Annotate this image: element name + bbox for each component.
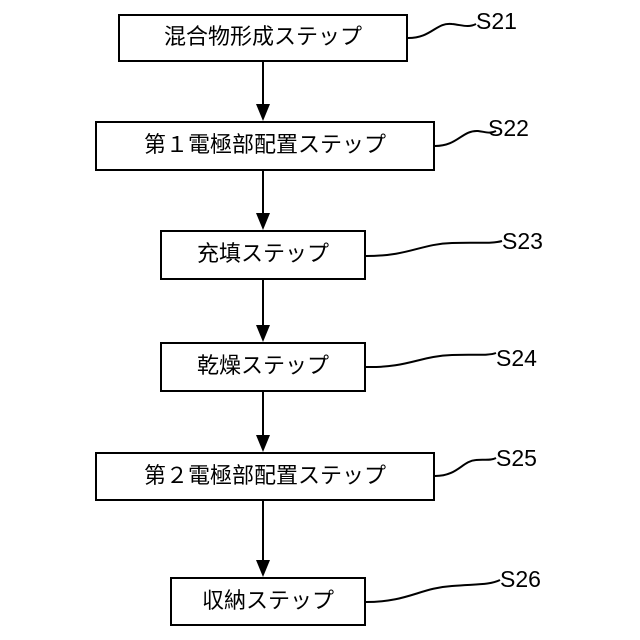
flow-arrow <box>256 62 270 121</box>
step-box-mixture-forming: 混合物形成ステップ <box>118 14 408 62</box>
step-id-label: S23 <box>502 230 543 253</box>
step-box-first-electrode-placement: 第１電極部配置ステップ <box>95 121 435 171</box>
step-box-second-electrode-placement: 第２電極部配置ステップ <box>95 452 435 501</box>
leader-line <box>435 131 496 146</box>
step-id-label: S21 <box>476 10 517 33</box>
leader-line <box>366 241 502 256</box>
flow-arrow <box>256 280 270 342</box>
leader-line <box>366 580 500 602</box>
leader-line <box>435 458 496 476</box>
leader-line <box>408 24 476 38</box>
step-id-label: S26 <box>500 568 541 591</box>
leader-line <box>366 353 496 367</box>
flow-arrow <box>256 171 270 230</box>
flow-arrow <box>256 392 270 452</box>
step-id-label: S22 <box>488 117 529 140</box>
flow-arrow <box>256 501 270 577</box>
step-id-label: S25 <box>496 447 537 470</box>
step-box-drying: 乾燥ステップ <box>160 342 366 392</box>
step-id-label: S24 <box>496 347 537 370</box>
step-box-filling: 充填ステップ <box>160 230 366 280</box>
step-box-storing: 収納ステップ <box>170 577 366 626</box>
